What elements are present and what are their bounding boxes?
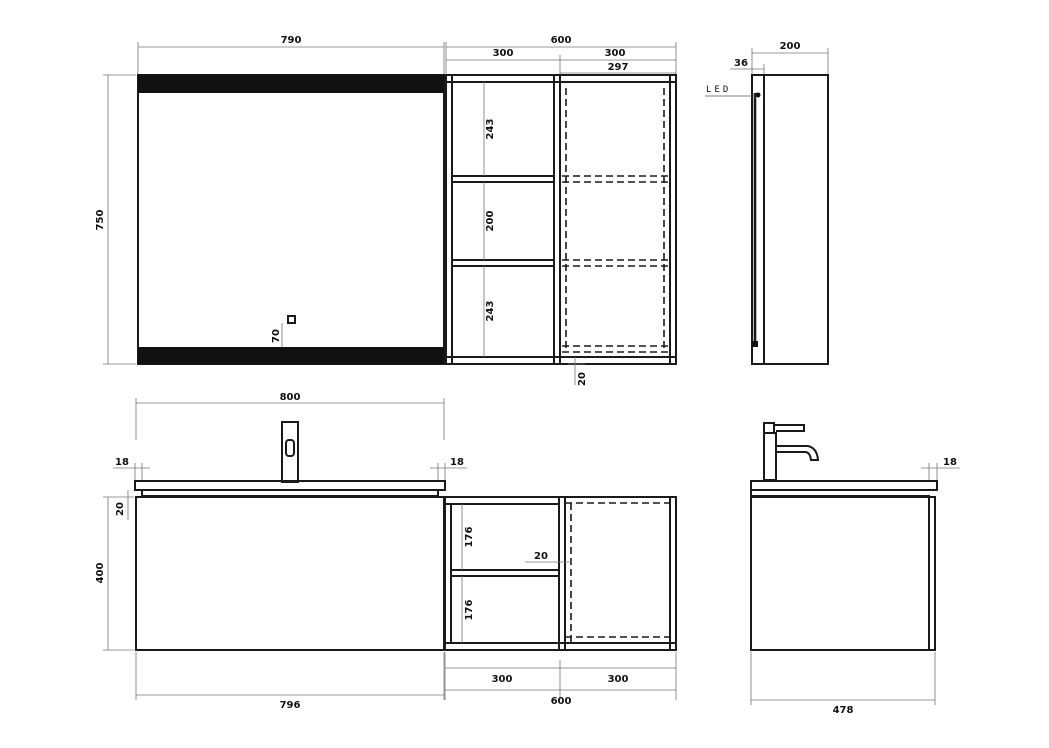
faucet-icon xyxy=(281,421,299,483)
dim-cabinet-width: 796 xyxy=(280,700,301,711)
dim-mirror-offset: 36 xyxy=(734,58,748,69)
dim-shelf-bottom: 243 xyxy=(485,301,496,322)
dim-shelf-top: 243 xyxy=(485,119,496,140)
led-strip-bottom xyxy=(138,347,444,364)
vanity-shelf-view: 176 176 20 300 300 600 xyxy=(444,496,677,707)
vanity-side-view: 18 478 xyxy=(750,422,960,716)
led-label: LED xyxy=(706,85,731,95)
led-point-icon xyxy=(755,92,761,98)
dim-switch-offset: 70 xyxy=(271,329,282,343)
touch-switch-icon xyxy=(287,315,296,324)
dim-vanity-height: 400 xyxy=(95,563,106,584)
faucet-side-icon xyxy=(763,422,820,481)
mirror-side-view: LED 200 36 xyxy=(705,41,829,365)
dim-overhang-left: 18 xyxy=(115,457,129,468)
led-strip-top xyxy=(138,75,444,93)
dim-side-overhang: 18 xyxy=(943,457,957,468)
dim-vanity-shelf-right: 300 xyxy=(608,674,629,685)
dim-vanity-shelf-left: 300 xyxy=(492,674,513,685)
mirror-outline xyxy=(137,74,445,365)
vanity-side-top xyxy=(750,480,938,491)
dim-vanity-shelf-total: 600 xyxy=(551,696,572,707)
vanity-front-view: 800 18 18 20 400 796 xyxy=(95,392,467,711)
dim-basin-width: 800 xyxy=(280,392,301,403)
dim-vanity-shelf-top: 176 xyxy=(464,527,475,548)
dim-shelf-mid: 200 xyxy=(485,211,496,232)
vanity-side-cabinet xyxy=(750,496,936,651)
mirror-shelf-view: 600 300 300 297 243 200 243 20 xyxy=(445,35,677,386)
dim-mirror-width: 790 xyxy=(281,35,302,46)
dim-mirror-depth: 200 xyxy=(780,41,801,52)
dim-shelf-board: 20 xyxy=(577,372,588,386)
dim-mirror-height: 750 xyxy=(95,210,106,231)
basin-top xyxy=(134,480,446,491)
vanity-shelf-outline xyxy=(444,496,677,651)
dim-vanity-depth: 478 xyxy=(833,705,854,716)
dim-shelf-inner: 297 xyxy=(608,62,629,73)
dim-vanity-shelf-bottom: 176 xyxy=(464,600,475,621)
dim-shelf-left: 300 xyxy=(493,48,514,59)
dim-shelf-right: 300 xyxy=(605,48,626,59)
mirror-front-view: 790 750 70 xyxy=(95,35,445,365)
vanity-cabinet xyxy=(135,496,445,651)
dim-shelf-total: 600 xyxy=(551,35,572,46)
dim-overhang-right: 18 xyxy=(450,457,464,468)
dim-top-thickness: 20 xyxy=(115,502,126,516)
dim-vanity-board: 20 xyxy=(534,551,548,562)
